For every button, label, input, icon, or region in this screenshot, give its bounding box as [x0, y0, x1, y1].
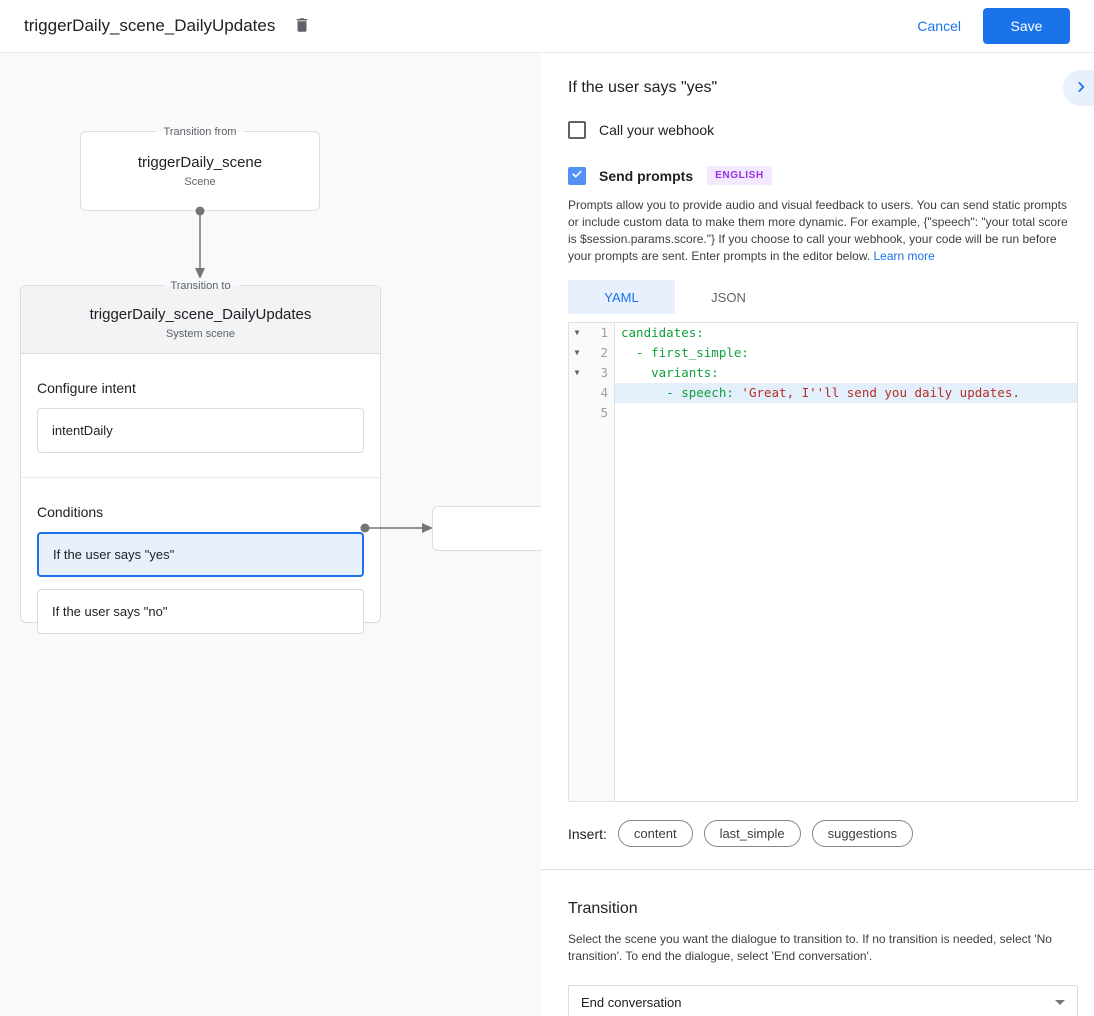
condition-detail-panel: If the user says "yes" Call your webhook… — [541, 53, 1094, 1016]
condition-item[interactable]: If the user says "yes" — [37, 532, 364, 577]
editor-gutter: ▼1 — [569, 323, 615, 343]
condition-title: If the user says "yes" — [568, 79, 718, 96]
yaml-key-token: - speech: — [621, 385, 742, 400]
editor-line[interactable]: ▼3 variants: — [569, 363, 1077, 383]
tab-yaml[interactable]: YAML — [568, 280, 675, 314]
editor-tabs: YAML JSON — [568, 280, 1078, 314]
yaml-key-token: variants: — [621, 365, 719, 380]
transition-from-node[interactable]: Transition from triggerDaily_scene Scene — [80, 124, 320, 211]
send-prompts-label: Send prompts — [599, 167, 694, 184]
collapse-panel-button[interactable] — [1063, 70, 1094, 106]
code-line-content[interactable]: - speech: 'Great, I''ll send you daily u… — [615, 383, 1077, 403]
editor-gutter — [569, 423, 615, 801]
prompts-description: Prompts allow you to provide audio and v… — [568, 198, 1068, 263]
conditions-list: If the user says "yes" If the user says "… — [21, 532, 380, 634]
transition-title: Transition — [568, 900, 638, 917]
tab-json[interactable]: JSON — [711, 289, 746, 305]
editor-line[interactable]: 5 — [569, 403, 1077, 423]
learn-more-link[interactable]: Learn more — [873, 249, 935, 263]
checkmark-icon — [571, 167, 583, 185]
from-scene-name: triggerDaily_scene — [137, 154, 263, 171]
page-title: triggerDaily_scene_DailyUpdates — [24, 16, 276, 35]
yaml-key-token: candidates: — [621, 325, 704, 340]
scene-flow-canvas: Transition from triggerDaily_scene Scene… — [0, 53, 541, 1016]
top-bar: triggerDaily_scene_DailyUpdates Cancel S… — [0, 0, 1094, 53]
to-scene-type: System scene — [165, 328, 236, 340]
webhook-checkbox[interactable] — [568, 121, 586, 139]
editor-gutter: ▼3 — [569, 363, 615, 383]
chevron-right-icon — [1074, 80, 1088, 97]
line-number: 4 — [600, 385, 608, 400]
webhook-row: Call your webhook — [568, 121, 1078, 139]
fold-arrow-icon[interactable]: ▼ — [574, 368, 580, 377]
insert-chips: content last_simple suggestions — [617, 820, 924, 847]
transition-from-legend: Transition from — [155, 124, 245, 140]
to-scene-name: triggerDaily_scene_DailyUpdates — [89, 306, 312, 323]
code-line-content[interactable] — [615, 403, 1077, 423]
transition-description: Select the scene you want the dialogue t… — [568, 932, 1052, 963]
fold-arrow-icon[interactable]: ▼ — [574, 328, 580, 337]
section-divider — [541, 869, 1094, 870]
editor-gutter: 4 — [569, 383, 615, 403]
fold-spacer — [569, 403, 585, 423]
send-prompts-checkbox[interactable] — [568, 166, 586, 185]
insert-chip-suggestions[interactable]: suggestions — [811, 820, 913, 847]
transition-to-card: Transition to triggerDaily_scene_DailyUp… — [20, 278, 381, 634]
cancel-button[interactable]: Cancel — [917, 18, 961, 34]
code-line-content[interactable]: variants: — [615, 363, 1077, 383]
editor-empty-area[interactable] — [569, 423, 1077, 801]
configure-intent-label: Configure intent — [37, 380, 136, 396]
card-divider — [21, 477, 380, 478]
to-scene-header: triggerDaily_scene_DailyUpdates System s… — [21, 286, 380, 354]
language-badge: ENGLISH — [707, 166, 772, 185]
dropdown-caret-icon — [1055, 1000, 1065, 1005]
yaml-key-token: - first_simple: — [621, 345, 749, 360]
code-line-content[interactable]: candidates: — [615, 323, 1077, 343]
webhook-label: Call your webhook — [599, 122, 715, 138]
intent-item[interactable]: intentDaily — [37, 408, 364, 453]
editor-gutter: 5 — [569, 403, 615, 423]
transition-to-legend: Transition to — [162, 278, 239, 294]
fold-arrow-icon[interactable]: ▼ — [574, 348, 580, 357]
condition-item[interactable]: If the user says "no" — [37, 589, 364, 634]
save-button[interactable]: Save — [983, 8, 1070, 44]
insert-chip-last_simple[interactable]: last_simple — [703, 820, 801, 847]
editor-line[interactable]: ▼2 - first_simple: — [569, 343, 1077, 363]
editor-line[interactable]: 4 - speech: 'Great, I''ll send you daily… — [569, 383, 1077, 403]
line-number: 5 — [600, 405, 608, 420]
conditions-label: Conditions — [37, 504, 104, 520]
line-number: 3 — [600, 365, 608, 380]
fold-spacer — [569, 383, 585, 403]
line-number: 2 — [600, 345, 608, 360]
code-line-content[interactable]: - first_simple: — [615, 343, 1077, 363]
line-number: 1 — [600, 325, 608, 340]
editor-gutter: ▼2 — [569, 343, 615, 363]
flow-arrow-down — [195, 206, 205, 279]
trash-icon — [293, 15, 311, 38]
insert-row: Insert: content last_simple suggestions — [568, 820, 1078, 847]
send-prompts-row: Send prompts ENGLISH — [568, 166, 1078, 185]
transition-select-value: End conversation — [581, 995, 682, 1010]
delete-scene-button[interactable] — [293, 15, 311, 38]
yaml-string-token: 'Great, I''ll send you daily updates. — [741, 385, 1020, 400]
from-scene-type: Scene — [184, 176, 216, 188]
condition-target-node[interactable] — [432, 506, 541, 551]
insert-chip-content[interactable]: content — [617, 820, 693, 847]
transition-select[interactable]: End conversation — [568, 985, 1078, 1016]
insert-label: Insert: — [568, 825, 607, 842]
condition-arrow-right — [360, 523, 433, 533]
